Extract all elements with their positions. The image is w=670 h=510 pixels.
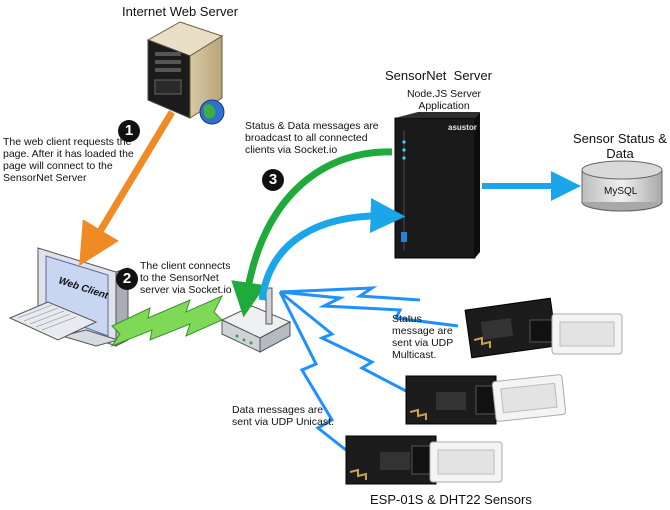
step-1-badge: 1 — [118, 120, 140, 142]
sensor-board-3 — [345, 435, 437, 485]
step-2-text: The client connects to the SensorNet ser… — [140, 260, 232, 296]
mysql-label: MySQL — [604, 186, 638, 197]
dht22-sensor-3 — [429, 441, 503, 483]
database-icon — [581, 160, 663, 212]
status-message-note: Status message are sent via UDP Multicas… — [392, 313, 454, 361]
web-server-title: Internet Web Server — [122, 4, 239, 19]
nas-brand-label: asustor — [448, 123, 477, 132]
step-3-badge: 3 — [262, 169, 284, 191]
lightning-sensor-1 — [279, 290, 459, 328]
step-1-text: The web client requests the page. After … — [3, 136, 134, 184]
data-message-note: Data messages are sent via UDP Unicast. — [232, 404, 334, 428]
sensors-title: ESP-01S & DHT22 Sensors — [370, 492, 532, 507]
sensor-status-title: Sensor Status & Data — [573, 131, 667, 161]
router-icon — [220, 287, 292, 353]
orange-request-arrow — [79, 110, 175, 266]
lightning-sensor-3 — [278, 291, 347, 452]
client-router-lightning — [110, 294, 224, 348]
lightning-sensor-1b — [279, 286, 421, 302]
step-3-text: Status & Data messages are broadcast to … — [245, 120, 379, 156]
nodejs-app-label: Node.JS Server Application — [406, 88, 482, 112]
web-server-icon — [146, 21, 225, 125]
web-client-computer-icon — [8, 247, 129, 347]
dht22-sensor-2 — [491, 374, 567, 422]
blue-data-arrow — [258, 197, 406, 301]
sensornet-server-title: SensorNet Server — [385, 68, 492, 83]
lightning-sensor-2 — [279, 290, 409, 394]
step-2-badge: 2 — [116, 268, 138, 290]
green-broadcast-arrow — [231, 148, 393, 318]
nas-server-icon — [394, 112, 480, 259]
sensor-board-2 — [405, 375, 497, 425]
dht22-sensor-1 — [551, 313, 623, 355]
sensor-board-1 — [464, 297, 558, 359]
